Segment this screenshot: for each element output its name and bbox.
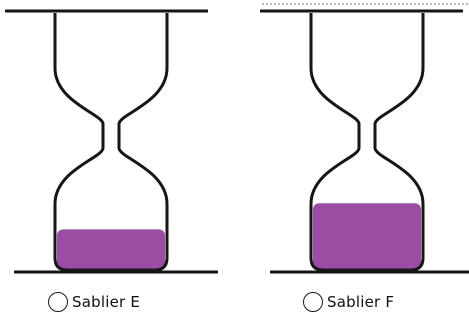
hourglass-f-glass (309, 13, 425, 272)
option-sablier-e[interactable]: Sablier E (48, 289, 140, 315)
hourglass-e (5, 9, 218, 274)
option-sablier-f-label: Sablier F (327, 293, 395, 311)
radio-button-f[interactable] (303, 292, 323, 312)
hourglass-f-sand (313, 203, 421, 269)
hourglass-f (260, 9, 469, 274)
option-sablier-f[interactable]: Sablier F (303, 289, 394, 315)
hourglass-e-glass (53, 13, 169, 272)
option-sablier-e-label: Sablier E (72, 293, 141, 311)
hourglass-e-sand (57, 229, 165, 269)
radio-button-e[interactable] (48, 292, 68, 312)
